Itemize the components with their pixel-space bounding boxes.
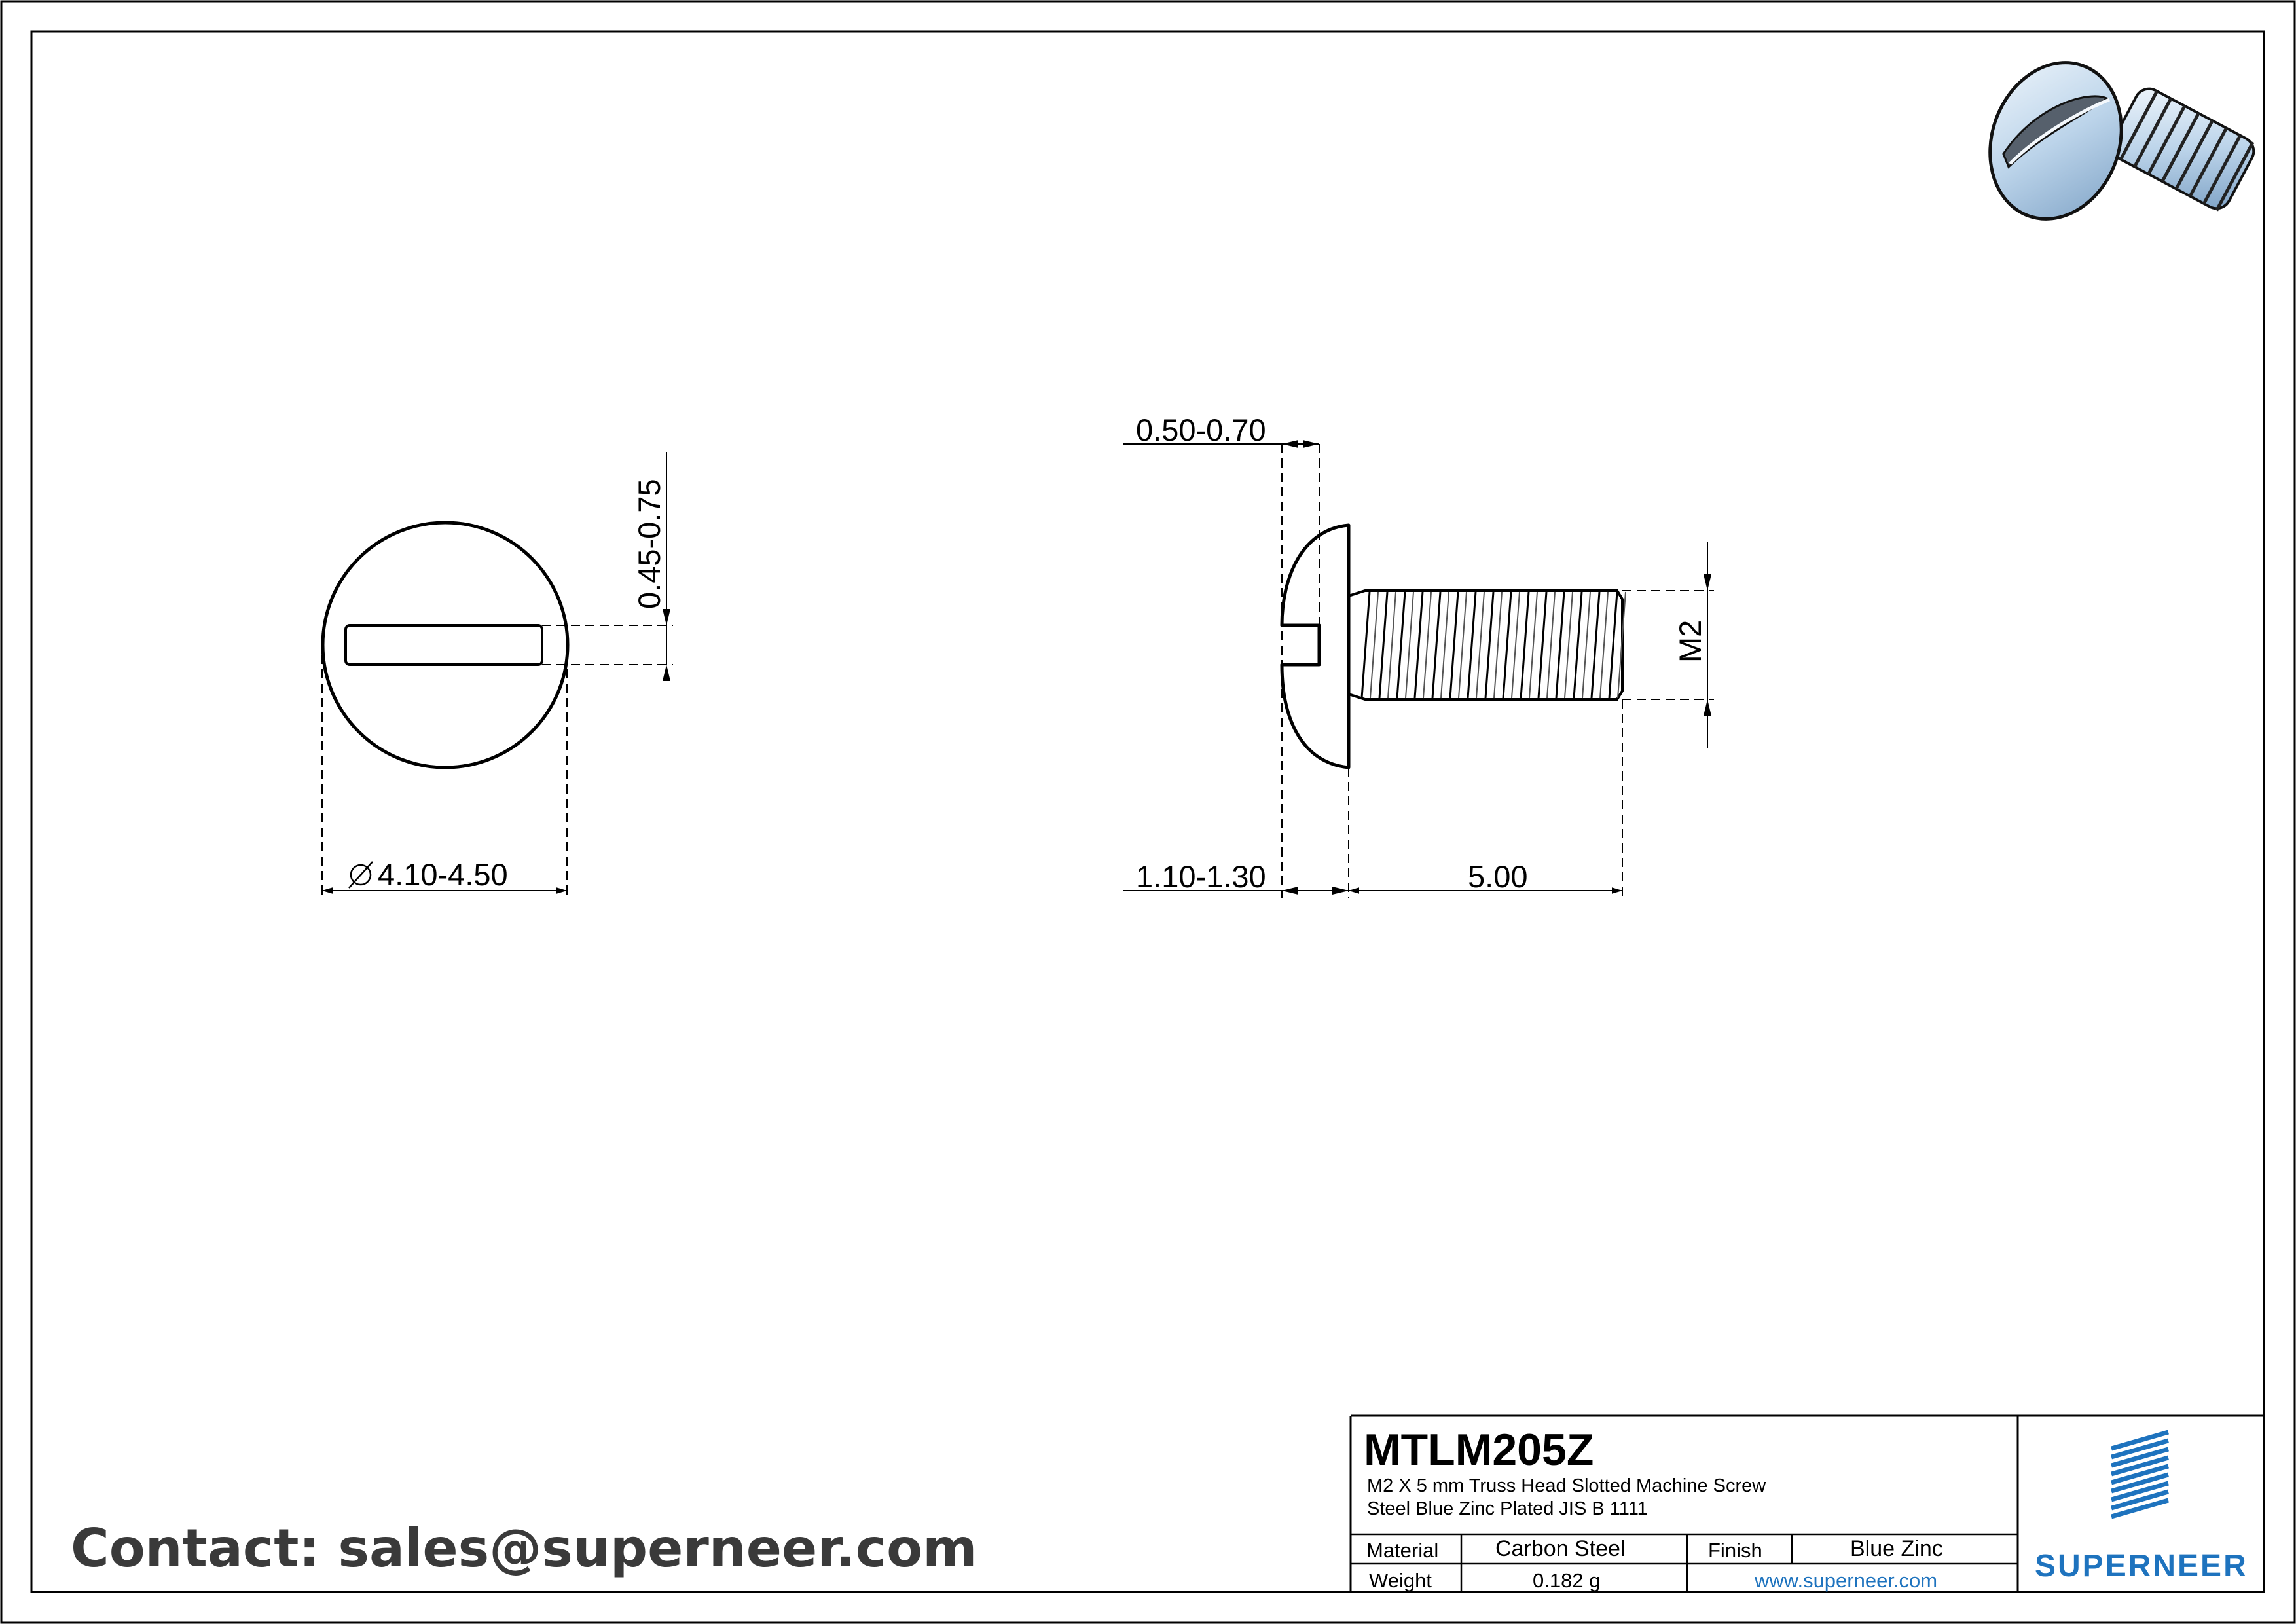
thread-line-minor — [1617, 591, 1626, 699]
head-diameter-label: 4.10-4.50 — [378, 857, 508, 892]
material-value: Carbon Steel — [1495, 1536, 1625, 1561]
dimension-arrow — [1303, 440, 1319, 448]
description-line-1: M2 X 5 mm Truss Head Slotted Machine Scr… — [1367, 1475, 1766, 1496]
dimension-arrow — [1704, 574, 1711, 591]
thread-line-minor — [1546, 591, 1556, 699]
thread-line — [1484, 591, 1495, 699]
thread-line — [1467, 591, 1477, 699]
dimension-arrow — [1282, 887, 1298, 895]
screw-3d-icon — [1988, 61, 2255, 221]
inner-border — [30, 30, 2265, 1593]
thread-line — [1502, 591, 1512, 699]
thread-line — [1360, 591, 1371, 699]
dimension-arrow — [663, 609, 670, 625]
superneer-logo-icon — [2111, 1430, 2169, 1519]
screw-slot — [344, 624, 543, 666]
thread-line — [1449, 591, 1459, 699]
part-number: MTLM205Z — [1364, 1425, 1594, 1475]
screw-head-circle — [321, 521, 570, 769]
thread-line — [1537, 591, 1548, 699]
thread-line-minor — [1476, 591, 1485, 699]
thread-line — [1396, 591, 1406, 699]
slot-width-label: 0.45-0.75 — [632, 479, 666, 609]
material-label: Material — [1366, 1539, 1438, 1562]
contact-info: Contact: sales@superneer.com — [71, 1518, 977, 1579]
title-block: MTLM205Z M2 X 5 mm Truss Head Slotted Ma… — [1349, 1414, 2264, 1592]
thread-line-minor — [1511, 591, 1520, 699]
thread-line-minor — [1405, 591, 1414, 699]
dimension-arrow — [1332, 887, 1349, 895]
screw-side-view: 0.50-0.70 1.10-1.30 5.00 M2 — [1123, 413, 1714, 898]
thread-line-minor — [1599, 591, 1609, 699]
thread-line — [1608, 591, 1618, 699]
head-height-label: 1.10-1.30 — [1136, 859, 1266, 894]
thread-line-minor — [1387, 591, 1396, 699]
thread-line-minor — [1564, 591, 1573, 699]
weight-label: Weight — [1369, 1569, 1432, 1592]
thread-line — [1378, 591, 1389, 699]
thread-line — [1520, 591, 1530, 699]
brand-name: SUPERNEER — [2035, 1549, 2248, 1583]
thread-line — [1590, 591, 1601, 699]
length-label: 5.00 — [1468, 859, 1527, 894]
thread-line-minor — [1529, 591, 1538, 699]
dimension-arrow — [1704, 699, 1711, 716]
dimension-arrow — [663, 665, 670, 681]
thread-line-minor — [1370, 591, 1379, 699]
thread-size-label: M2 — [1673, 620, 1707, 663]
finish-value: Blue Zinc — [1850, 1536, 1943, 1561]
dimension-arrow — [1282, 440, 1298, 448]
description-line-2: Steel Blue Zinc Plated JIS B 1111 — [1367, 1498, 1648, 1519]
thread-line — [1573, 591, 1583, 699]
screw-head-profile — [1280, 523, 1351, 769]
thread-line-minor — [1423, 591, 1432, 699]
diameter-symbol-icon — [348, 861, 373, 889]
thread-line — [1413, 591, 1424, 699]
thread-line-minor — [1582, 591, 1591, 699]
thread-line — [1431, 591, 1442, 699]
website-link[interactable]: www.superneer.com — [1754, 1569, 1937, 1592]
thread-line-minor — [1458, 591, 1467, 699]
thread-line-minor — [1493, 591, 1503, 699]
weight-value: 0.182 g — [1533, 1569, 1600, 1592]
slot-depth-label: 0.50-0.70 — [1136, 413, 1266, 447]
thread-lines — [1360, 591, 1626, 699]
thread-line — [1555, 591, 1565, 699]
thread-line-minor — [1440, 591, 1449, 699]
finish-label: Finish — [1708, 1539, 1762, 1562]
screw-top-view: 4.10-4.50 0.45-0.75 — [321, 452, 673, 898]
